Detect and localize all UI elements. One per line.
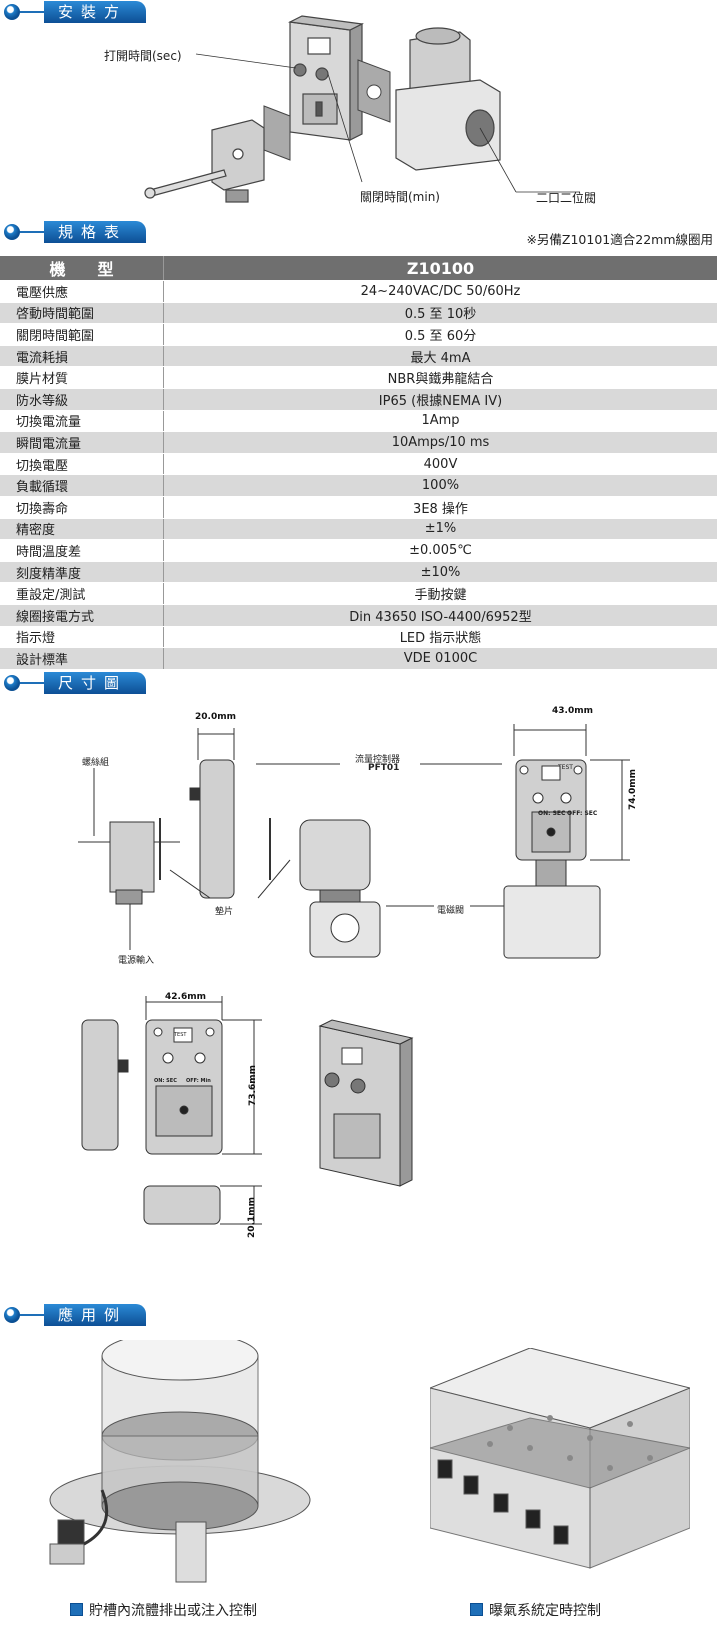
valve-label: 二口二位閥 [536,191,597,205]
header-key: 機 型 [0,256,164,281]
dim-height-73-6: 73.6mm [248,1065,258,1106]
dim-width-43: 43.0mm [552,706,593,716]
close-time-label: 關閉時間(min) [360,190,440,204]
spec-note: ※另備Z10101適合22mm線圈用 [526,232,713,247]
spec-value: 10Amps/10 ms [163,431,717,454]
spec-value: NBR與鐵弗龍結合 [163,366,717,389]
spec-value: IP65 (根據NEMA IV) [163,388,717,411]
spec-value: 最大 4mA [163,345,717,368]
table-row: 電流耗損最大 4mA [0,345,717,368]
flow-controller-label: 流量控制器 [355,755,401,765]
controller-on-label: ON: SEC [538,810,566,817]
spec-key: 瞬間電流量 [0,431,164,454]
spec-value: 0.5 至 60分 [163,323,717,346]
dimension-drawing-top [78,724,630,959]
spec-key: 指示燈 [0,626,164,649]
dim-depth-20-1: 20.1mm [247,1197,257,1238]
spec-key: 負載循環 [0,474,164,497]
square-bullet-icon [70,1603,83,1616]
table-row: 重設定/測試手動按鍵 [0,582,717,605]
spec-key: 線圈接電方式 [0,604,164,627]
spec-value: ±1% [163,518,717,541]
bullet-icon [4,1307,20,1323]
dim-width-42-6: 42.6mm [165,992,206,1002]
section-title: 應用例 [44,1304,146,1326]
application-aeration-illustration [430,1348,690,1569]
gasket-label: 墊片 [215,907,234,917]
screw-set-label: 螺絲組 [82,758,110,768]
power-input-label: 電源輸入 [118,956,155,966]
spec-value: 3E8 操作 [163,496,717,519]
caption-text: 貯槽內流體排出或注入控制 [89,1603,257,1619]
front-test-label: TEST [174,1032,187,1038]
open-time-label: 打開時間(sec) [104,49,182,63]
spec-key: 切換電壓 [0,453,164,476]
controller-test-label: TEST [558,764,573,771]
spec-key: 時間溫度差 [0,539,164,562]
front-on-label: ON: SEC [154,1078,177,1084]
dimension-drawing-bottom [81,996,414,1225]
section-title: 尺寸圖 [44,672,146,694]
spec-key: 重設定/測試 [0,582,164,605]
table-header-row: 機 型 Z10100 [0,256,717,281]
spec-key: 刻度精準度 [0,561,164,584]
spec-value: 1Amp [163,410,717,433]
spec-value: 0.5 至 10秒 [163,302,717,325]
spec-value: 100% [163,474,717,497]
bullet-icon [4,224,20,240]
section-title: 安裝方式 [44,1,146,43]
table-row: 精密度±1% [0,518,717,541]
front-off-label: OFF: Min [186,1078,211,1084]
bullet-icon [4,675,20,691]
spec-key: 精密度 [0,518,164,541]
model-label: PFT01 [368,763,400,773]
spec-key: 防水等級 [0,388,164,411]
spec-value: Din 43650 ISO-4400/6952型 [163,604,717,627]
spec-key: 設計標準 [0,647,164,670]
section-title: 規格表 [44,221,146,243]
spec-value: 400V [163,453,717,476]
header-model: Z10100 [163,256,717,281]
bullet-icon [4,4,20,20]
spec-key: 關閉時間範圍 [0,323,164,346]
spec-value: ±10% [163,561,717,584]
solenoid-valve-label: 電磁閥 [437,906,465,916]
spec-key: 膜片材質 [0,366,164,389]
spec-key: 電流耗損 [0,345,164,368]
spec-key: 啓動時間範圍 [0,302,164,325]
table-row: 刻度精準度±10% [0,561,717,584]
table-row: 時間溫度差±0.005℃ [0,539,717,562]
spec-value: ±0.005℃ [163,539,717,562]
application-caption-aeration: 曝氣系統定時控制 [470,1600,601,1620]
application-tank-illustration [49,1340,311,1583]
spec-value: 24~240VAC/DC 50/60Hz [163,280,717,303]
dim-height-74: 74.0mm [628,769,638,810]
spec-value: VDE 0100C [163,647,717,670]
spec-key: 切換電流量 [0,410,164,433]
spec-value: 手動按鍵 [163,582,717,605]
spec-value: LED 指示狀態 [163,626,717,649]
install-diagram [144,15,580,203]
spec-key: 切換壽命 [0,496,164,519]
caption-text: 曝氣系統定時控制 [489,1603,601,1619]
application-caption-tank: 貯槽內流體排出或注入控制 [70,1600,257,1620]
square-bullet-icon [470,1603,483,1616]
controller-off-label: OFF: SEC [567,810,598,817]
dim-width-20: 20.0mm [195,712,236,722]
spec-key: 電壓供應 [0,280,164,303]
